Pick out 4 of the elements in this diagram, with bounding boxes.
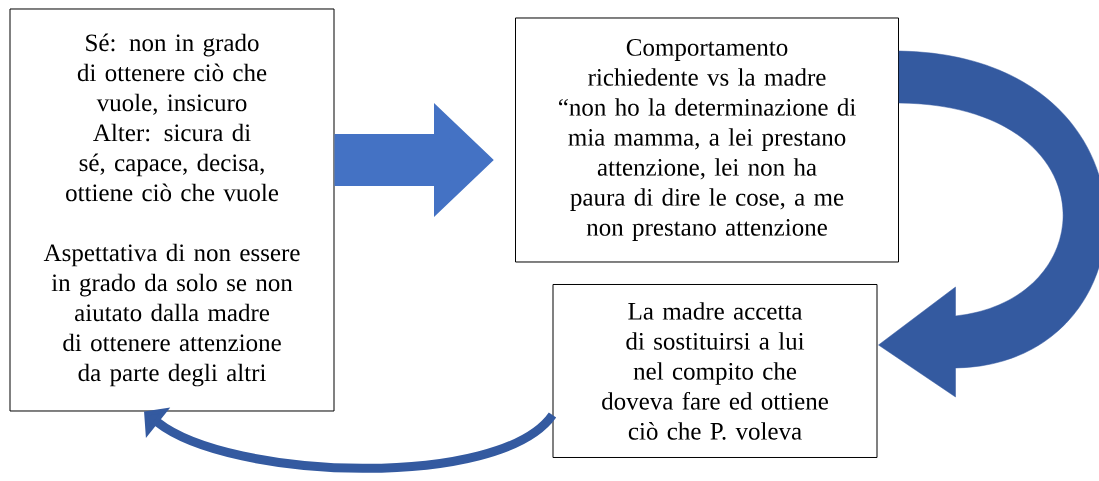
text-box: Comportamento richiedente vs la madre “non ho la determinazione di mia mamma, a lei prestano attenzione, lei non ha paura di dire le cose, a me non prestano attenzione [515,17,899,263]
text-box: La madre accetta di sostituirsi a lui nel compito che doveva fare ed ottiene ciò che P. voleva [552,284,878,458]
text-box: Sé: non in grado di ottenere ciò che vuole, insicuro Alter: sicura di sé, capace, decisa, ottiene ciò che vuole Aspettativa di non essere in grado da solo se non aiutato dalla madre di ottenere attenzione da parte degli altri [9,8,335,412]
arrow [878,50,1099,398]
